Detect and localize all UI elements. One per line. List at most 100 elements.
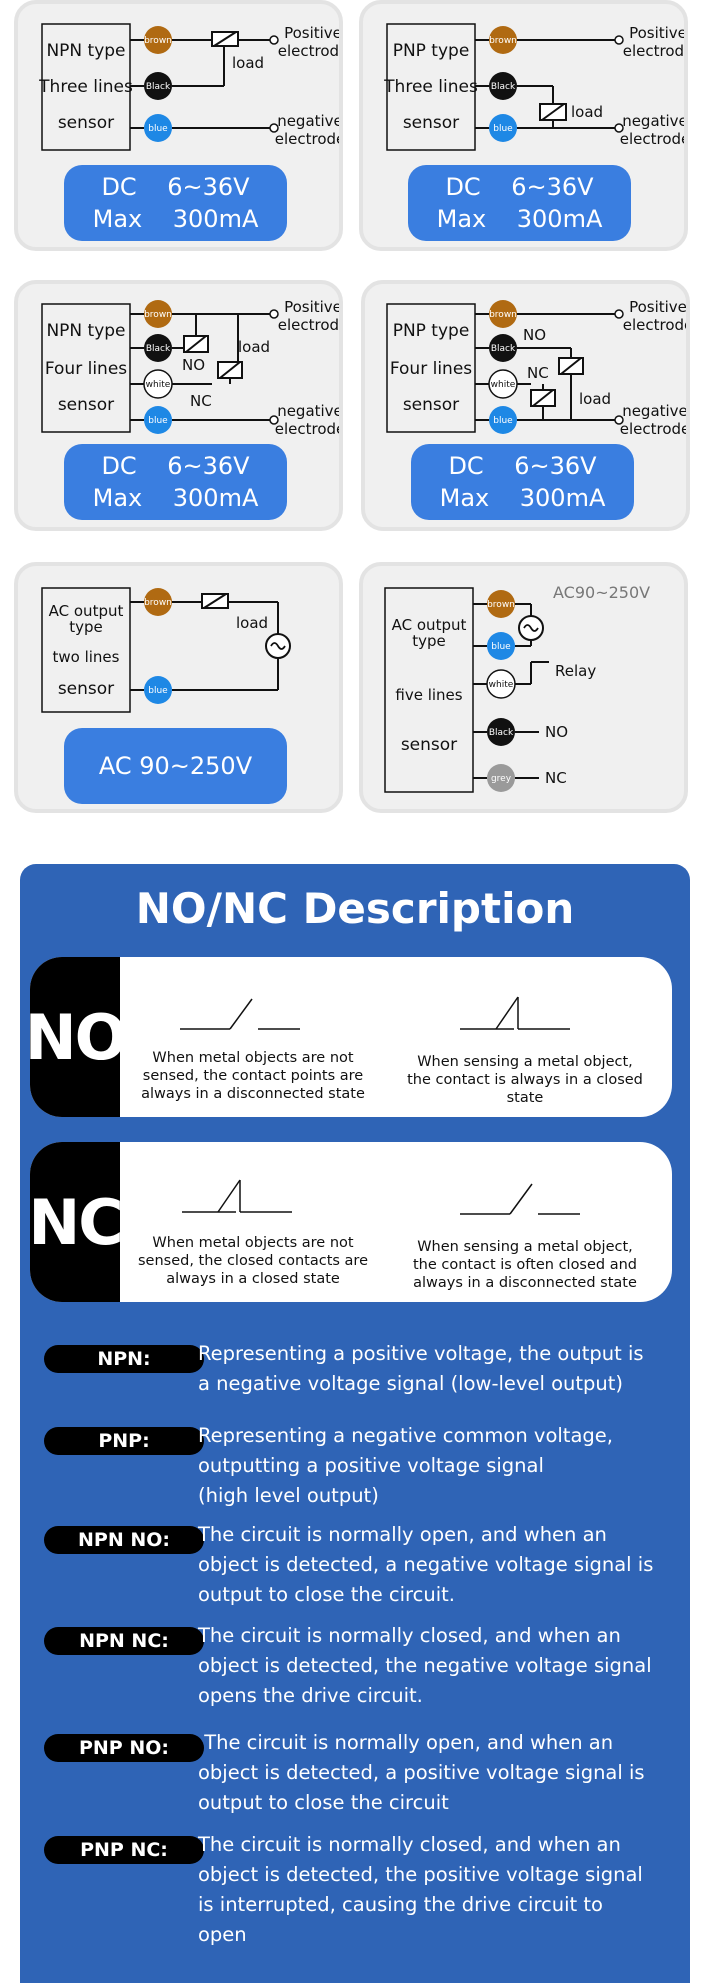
white-wire-dot [143, 369, 173, 399]
white-dot-label: white [489, 680, 514, 690]
nc-label: NC [545, 769, 567, 787]
spec-voltage: DC 6~36V [445, 173, 594, 201]
no-label: NO [523, 326, 546, 344]
load-label: load [236, 614, 268, 632]
positive-label: Positive [629, 24, 687, 42]
terminal-icon [614, 123, 624, 133]
terminal-icon [269, 415, 279, 425]
sensor-box [41, 587, 131, 713]
pnp-four-diagram: PNP type Four lines sensor brown Black w… [386, 298, 687, 438]
nc-label: NC [190, 392, 212, 410]
brown-wire-dot [144, 26, 172, 54]
sensor-lines-label: Three lines [383, 77, 478, 97]
terminal-icon [269, 123, 279, 133]
nc-panel: NC When metal objects are not sensed, th… [30, 1142, 672, 1302]
brown-dot-label: brown [489, 310, 517, 320]
brown-wire-dot [487, 590, 515, 618]
brown-wire-dot [144, 300, 172, 328]
term-description: The circuit is normally closed, and when… [198, 1833, 643, 1946]
black-dot-label: Black [146, 82, 171, 92]
blue-wire-dot [144, 676, 172, 704]
spec-current: Max 300mA [439, 484, 606, 512]
closed-contact-icon [182, 1179, 292, 1213]
sensor-type-label: AC output [49, 602, 124, 620]
white-dot-label: white [146, 380, 171, 390]
description-title: NO/NC Description [135, 884, 575, 933]
positive-label: Positive [284, 298, 342, 316]
blue-dot-label: blue [493, 124, 513, 134]
spec-voltage: AC 90~250V [98, 752, 253, 780]
term-description: The circuit is normally open, and when a… [198, 1523, 654, 1606]
pnp-three-diagram: PNP type Three lines sensor brown Black … [383, 23, 688, 151]
positive-electrode-label: electrode [623, 42, 688, 60]
spec-current: Max 300mA [92, 484, 259, 512]
brown-wire-dot [489, 26, 517, 54]
sensor-type-label: AC output [392, 616, 467, 634]
no-label: NO [182, 356, 205, 374]
wiring-card-pnp-three: PNP type Three lines sensor brown Black … [359, 0, 688, 251]
sensor-box [41, 303, 131, 433]
sensor-word-label: sensor [58, 679, 114, 699]
grey-dot-label: grey [491, 774, 512, 784]
nc-label: NC [527, 364, 549, 382]
nc-badge: NC [30, 1142, 124, 1302]
sensor-word-label: sensor [58, 395, 114, 415]
wiring-card-npn-three: NPN type Three lines sensor brown Black … [14, 0, 343, 251]
blue-dot-label: blue [148, 686, 168, 696]
relay-label: Relay [555, 662, 596, 680]
nc-right-caption: When sensing a metal object, the contact… [412, 1239, 638, 1291]
brown-dot-label: brown [487, 600, 515, 610]
negative-label: negative [277, 112, 343, 130]
spec-pill: AC 90~250V [64, 728, 287, 804]
negative-electrode-label: electrode [275, 130, 343, 148]
load-label: load [238, 338, 270, 356]
spec-voltage: DC 6~36V [448, 452, 597, 480]
black-wire-dot [144, 334, 172, 362]
term-label: PNP NC: [44, 1836, 204, 1864]
wiring-card-pnp-four: PNP type Four lines sensor brown Black w… [361, 280, 690, 531]
sensor-type-label-2: type [412, 632, 446, 650]
term-label: PNP: [44, 1427, 204, 1455]
positive-label: Positive [629, 298, 687, 316]
white-wire-dot [488, 369, 518, 399]
blue-dot-label: blue [148, 416, 168, 426]
term-description: Representing a negative common voltage, … [198, 1424, 613, 1507]
spec-voltage: DC 6~36V [101, 452, 250, 480]
term-label: NPN NC: [44, 1627, 204, 1655]
terminal-icon [614, 35, 624, 45]
sensor-lines-label: Three lines [38, 77, 133, 97]
black-dot-label: Black [491, 82, 516, 92]
black-wire-dot [144, 72, 172, 100]
positive-label: Positive [284, 24, 342, 42]
no-badge: NO [30, 957, 127, 1117]
terminal-icon [614, 415, 624, 425]
blue-wire-dot [144, 114, 172, 142]
positive-electrode-label: electrode [278, 316, 343, 334]
spec-pill: DC 6~36V Max 300mA [408, 165, 631, 241]
brown-wire-dot [144, 588, 172, 616]
load-label: load [571, 103, 603, 121]
blue-wire-dot [487, 632, 515, 660]
sensor-lines-label: Four lines [390, 359, 472, 379]
black-dot-label: Black [491, 344, 516, 354]
white-wire-dot [486, 669, 516, 699]
spec-pill: DC 6~36V Max 300mA [64, 444, 287, 520]
sensor-type-label-2: type [69, 618, 103, 636]
sensor-box [384, 587, 474, 793]
term-description: The circuit is normally open, and when a… [198, 1731, 645, 1814]
blue-wire-dot [489, 406, 517, 434]
sensor-word-label: sensor [403, 113, 459, 133]
black-dot-label: Black [489, 728, 514, 738]
no-right-caption: When sensing a metal object, the contact… [407, 1054, 643, 1106]
open-contact-icon [460, 1183, 580, 1215]
brown-dot-label: brown [144, 598, 172, 608]
nc-left-caption: When metal objects are not sensed, the c… [137, 1235, 368, 1287]
blue-dot-label: blue [493, 416, 513, 426]
term-label: NPN: [44, 1345, 204, 1373]
black-wire-dot [487, 718, 515, 746]
blue-dot-label: blue [148, 124, 168, 134]
no-left-caption: When metal objects are not sensed, the c… [141, 1050, 365, 1102]
sensor-type-label: NPN type [46, 321, 125, 341]
sensor-lines-label: five lines [395, 686, 462, 704]
blue-wire-dot [144, 406, 172, 434]
